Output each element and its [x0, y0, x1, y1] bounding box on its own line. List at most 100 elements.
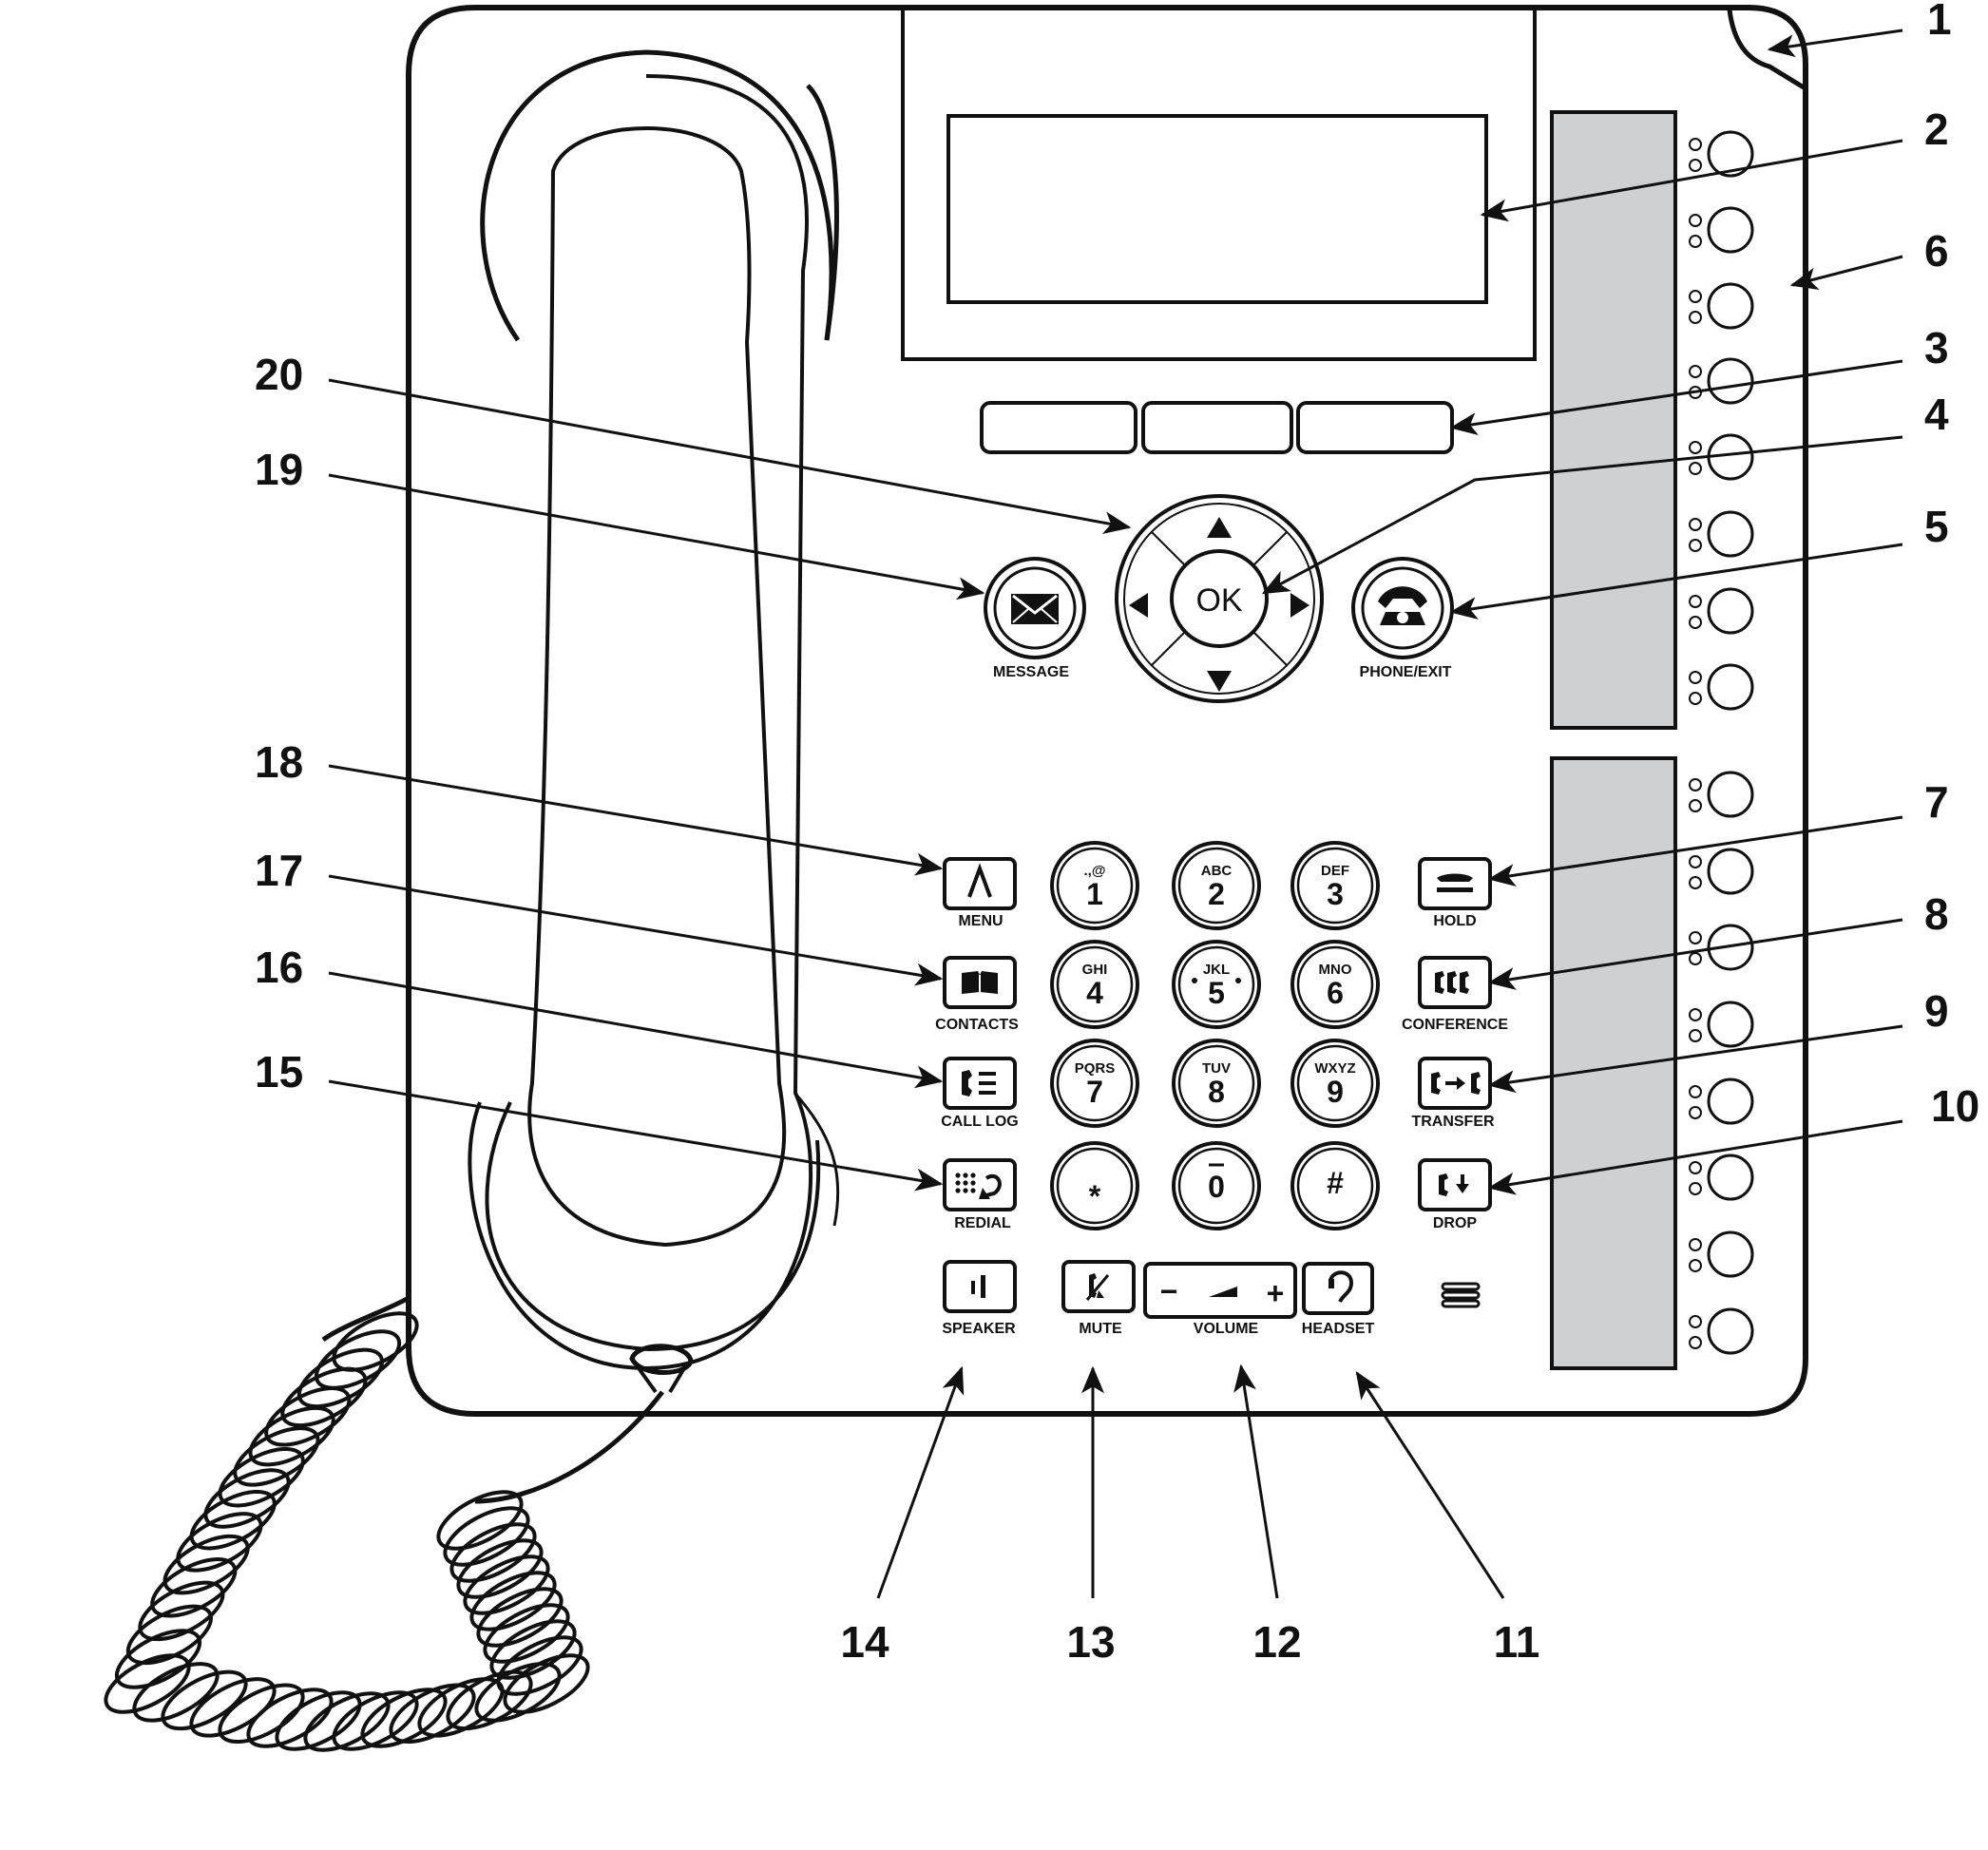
volume-minus-label[interactable]: − — [1160, 1274, 1178, 1308]
open-book-icon — [962, 971, 998, 994]
message-button[interactable]: MESSAGE — [984, 557, 1086, 680]
leader-16 — [328, 971, 944, 1089]
redial-label: REDIAL — [954, 1215, 1011, 1231]
message-label: MESSAGE — [993, 664, 1069, 680]
line-appearance-button[interactable] — [1689, 1230, 1754, 1278]
callout-18: 18 — [255, 737, 303, 787]
cord-coil — [360, 1688, 448, 1748]
line-appearance-button[interactable] — [1689, 1154, 1754, 1201]
cord-coil — [303, 1691, 391, 1752]
leader-12 — [1233, 1364, 1279, 1599]
speaker-button[interactable]: SPEAKER — [942, 1260, 1017, 1337]
label-strip-top — [1550, 110, 1677, 730]
callout-13: 13 — [1066, 1617, 1115, 1667]
led-indicator — [1689, 462, 1702, 475]
phone-exit-button[interactable]: PHONE/EXIT — [1351, 557, 1454, 680]
call-log-button[interactable]: CALL LOG — [941, 1057, 1019, 1130]
contacts-button[interactable]: CONTACTS — [935, 956, 1019, 1033]
cord-coil — [203, 1468, 291, 1529]
cord-coil — [469, 1571, 557, 1631]
speaker-label: SPEAKER — [942, 1321, 1016, 1337]
line-appearance-button[interactable] — [1689, 510, 1754, 558]
headset-button[interactable]: HEADSET — [1302, 1262, 1375, 1337]
led-indicator — [1689, 539, 1702, 552]
key-0[interactable]: 0 — [1172, 1141, 1261, 1230]
leader-20 — [328, 378, 1132, 535]
line-appearance-button[interactable] — [1689, 1307, 1754, 1355]
nav-ring[interactable] — [1115, 494, 1324, 703]
volume-button[interactable]: − + VOLUME — [1143, 1262, 1297, 1337]
mute-button[interactable]: MUTE — [1061, 1260, 1136, 1337]
cord-coil — [264, 1386, 352, 1447]
cord-coil — [476, 1587, 564, 1648]
softkey-2[interactable] — [1141, 401, 1293, 454]
softkey-3[interactable] — [1296, 401, 1454, 454]
softkey-1[interactable] — [980, 401, 1137, 454]
cord-coil — [275, 1690, 362, 1751]
line-appearance-button[interactable] — [1689, 771, 1754, 818]
line-appearance-button[interactable] — [1689, 130, 1754, 178]
line-appearance-button[interactable] — [1689, 663, 1754, 711]
transfer-label: TRANSFER — [1411, 1114, 1495, 1130]
key-digit: 2 — [1208, 877, 1225, 911]
cord-coil — [189, 1489, 277, 1551]
line-appearance-button[interactable] — [1689, 206, 1754, 254]
menu-button[interactable]: MENU — [943, 857, 1017, 929]
arrow-down-icon[interactable] — [1207, 671, 1232, 692]
hold-button[interactable]: HOLD — [1418, 857, 1492, 929]
cord-coil — [332, 1311, 419, 1372]
cord-coil — [496, 1635, 583, 1696]
leader-8 — [1487, 918, 1903, 990]
line-appearance-button[interactable] — [1689, 1001, 1754, 1048]
arrow-right-icon[interactable] — [1290, 593, 1309, 618]
ok-label: OK — [1195, 582, 1242, 619]
arrow-left-icon[interactable] — [1129, 593, 1148, 618]
key-star[interactable]: * — [1050, 1141, 1139, 1230]
key-letters: TUV — [1202, 1060, 1231, 1077]
key-digit: * — [1089, 1179, 1101, 1213]
line-appearance-button[interactable] — [1689, 1078, 1754, 1125]
callout-15: 15 — [255, 1047, 303, 1097]
led-indicator — [1689, 1106, 1702, 1119]
line-appearance-button[interactable] — [1689, 924, 1754, 971]
callout-5: 5 — [1924, 502, 1949, 551]
line-appearance-button[interactable] — [1689, 282, 1754, 330]
redial-button[interactable]: REDIAL — [943, 1158, 1017, 1231]
line-appearance-button[interactable] — [1689, 848, 1754, 895]
handset — [468, 49, 840, 1394]
conference-label: CONFERENCE — [1402, 1017, 1508, 1033]
key-digit: # — [1327, 1166, 1344, 1200]
led-indicator — [1689, 1315, 1702, 1328]
led-indicator — [1689, 311, 1702, 324]
ok-button[interactable] — [1170, 549, 1269, 648]
led-indicator — [1689, 1029, 1702, 1042]
key-pound[interactable]: # — [1290, 1141, 1380, 1230]
led-indicator — [1689, 1161, 1702, 1174]
led-indicator — [1689, 518, 1702, 531]
line-appearance-button[interactable] — [1689, 357, 1754, 405]
drop-button[interactable]: DROP — [1418, 1158, 1492, 1231]
callout-4: 4 — [1924, 390, 1949, 439]
cord-coil — [296, 1347, 385, 1409]
key-letters: DEF — [1321, 863, 1349, 879]
volume-label: VOLUME — [1194, 1321, 1259, 1337]
arrow-up-icon[interactable] — [1207, 517, 1232, 538]
led-indicator — [1689, 365, 1702, 378]
volume-plus-label[interactable]: + — [1267, 1276, 1285, 1310]
conference-button[interactable]: CONFERENCE — [1402, 956, 1508, 1033]
line-appearance-button[interactable] — [1689, 587, 1754, 635]
transfer-button[interactable]: TRANSFER — [1411, 1057, 1495, 1130]
key-1[interactable]: 1.,@ — [1050, 841, 1139, 930]
tactile-dot — [1235, 978, 1241, 983]
display-area — [901, 10, 1537, 361]
led-indicator — [1689, 1085, 1702, 1098]
leader-10 — [1487, 1119, 1903, 1195]
